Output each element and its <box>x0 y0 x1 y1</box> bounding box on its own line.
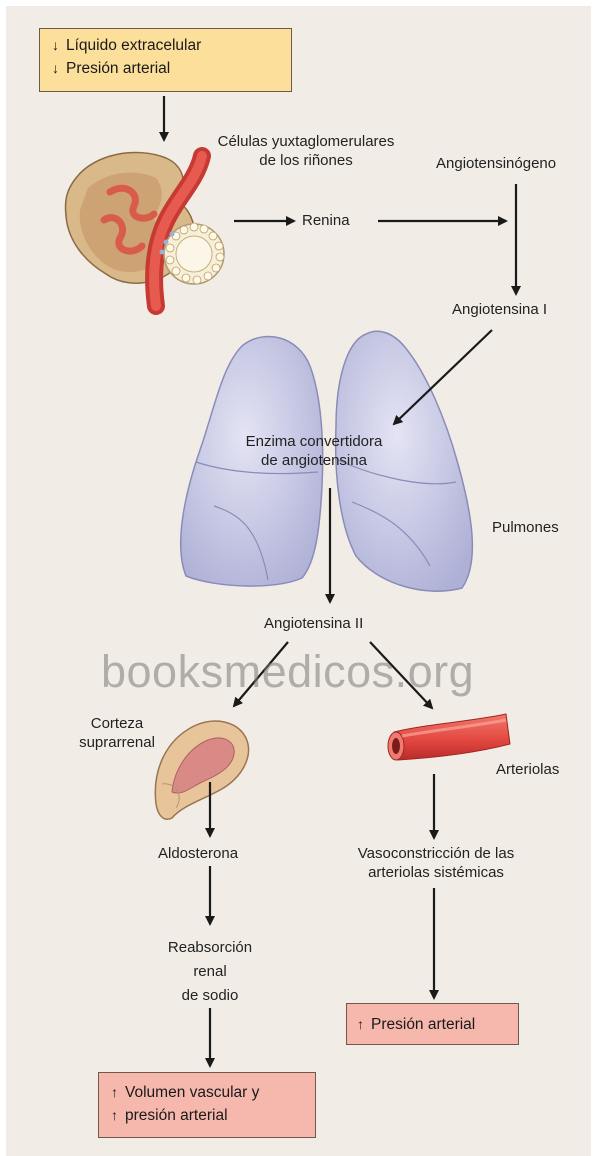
trigger-line-2: ↓Presión arterial <box>52 57 279 80</box>
vasoconstriction-label: Vasoconstricción de las arteriolas sisté… <box>321 844 551 882</box>
up-arrow-icon: ↑ <box>111 1081 125 1103</box>
up-arrow-icon: ↑ <box>111 1104 125 1126</box>
aldosterone-label: Aldosterona <box>158 844 238 863</box>
kidney-illustration <box>65 152 224 306</box>
arterioles-label: Arteriolas <box>496 760 559 779</box>
down-arrow-icon: ↓ <box>52 34 66 56</box>
diagram-artwork <box>6 6 591 1156</box>
trigger-line-1: ↓Líquido extracelular <box>52 34 279 57</box>
result-right-text: Presión arterial <box>371 1016 475 1033</box>
kidney-label-line-1: Células yuxtaglomerulares <box>186 132 426 151</box>
lungs-label: Pulmones <box>492 518 559 537</box>
angiotensin-2-label: Angiotensina II <box>264 614 363 633</box>
kidney-label: Células yuxtaglomerulares de los riñones <box>186 132 426 170</box>
angiotensinogen-label: Angiotensinógeno <box>436 154 556 173</box>
up-arrow-icon: ↑ <box>357 1013 371 1035</box>
result-left-text-2: presión arterial <box>125 1107 228 1124</box>
result-left-box: ↑Volumen vascular y ↑presión arterial <box>98 1072 316 1138</box>
result-left-line-1: ↑Volumen vascular y <box>111 1081 303 1104</box>
adrenal-label: Corteza suprarrenal <box>62 714 172 752</box>
trigger-text-2: Presión arterial <box>66 60 170 77</box>
arteriole-illustration <box>388 714 510 760</box>
vasoconstriction-line-1: Vasoconstricción de las <box>321 844 551 863</box>
ace-label-line-1: Enzima convertidora <box>214 432 414 451</box>
angiotensin-1-label: Angiotensina I <box>452 300 547 319</box>
reabsorption-line-3: de sodio <box>140 984 280 1008</box>
result-right-box: ↑Presión arterial <box>346 1003 519 1045</box>
renin-label: Renina <box>302 211 350 230</box>
watermark: booksmedicos.org <box>101 646 474 698</box>
down-arrow-icon: ↓ <box>52 57 66 79</box>
reabsorption-line-2: renal <box>140 960 280 984</box>
diagram-panel: ↓Líquido extracelular ↓Presión arterial … <box>6 6 591 1156</box>
trigger-box: ↓Líquido extracelular ↓Presión arterial <box>39 28 292 92</box>
result-left-text-1: Volumen vascular y <box>125 1084 259 1101</box>
reabsorption-label: Reabsorción renal de sodio <box>140 936 280 1008</box>
ace-label-line-2: de angiotensina <box>214 451 414 470</box>
ace-label: Enzima convertidora de angiotensina <box>214 432 414 470</box>
adrenal-label-line-2: suprarrenal <box>62 733 172 752</box>
reabsorption-line-1: Reabsorción <box>140 936 280 960</box>
result-left-line-2: ↑presión arterial <box>111 1104 303 1127</box>
kidney-label-line-2: de los riñones <box>186 151 426 170</box>
trigger-text-1: Líquido extracelular <box>66 37 201 54</box>
vasoconstriction-line-2: arteriolas sistémicas <box>321 863 551 882</box>
adrenal-label-line-1: Corteza <box>62 714 172 733</box>
